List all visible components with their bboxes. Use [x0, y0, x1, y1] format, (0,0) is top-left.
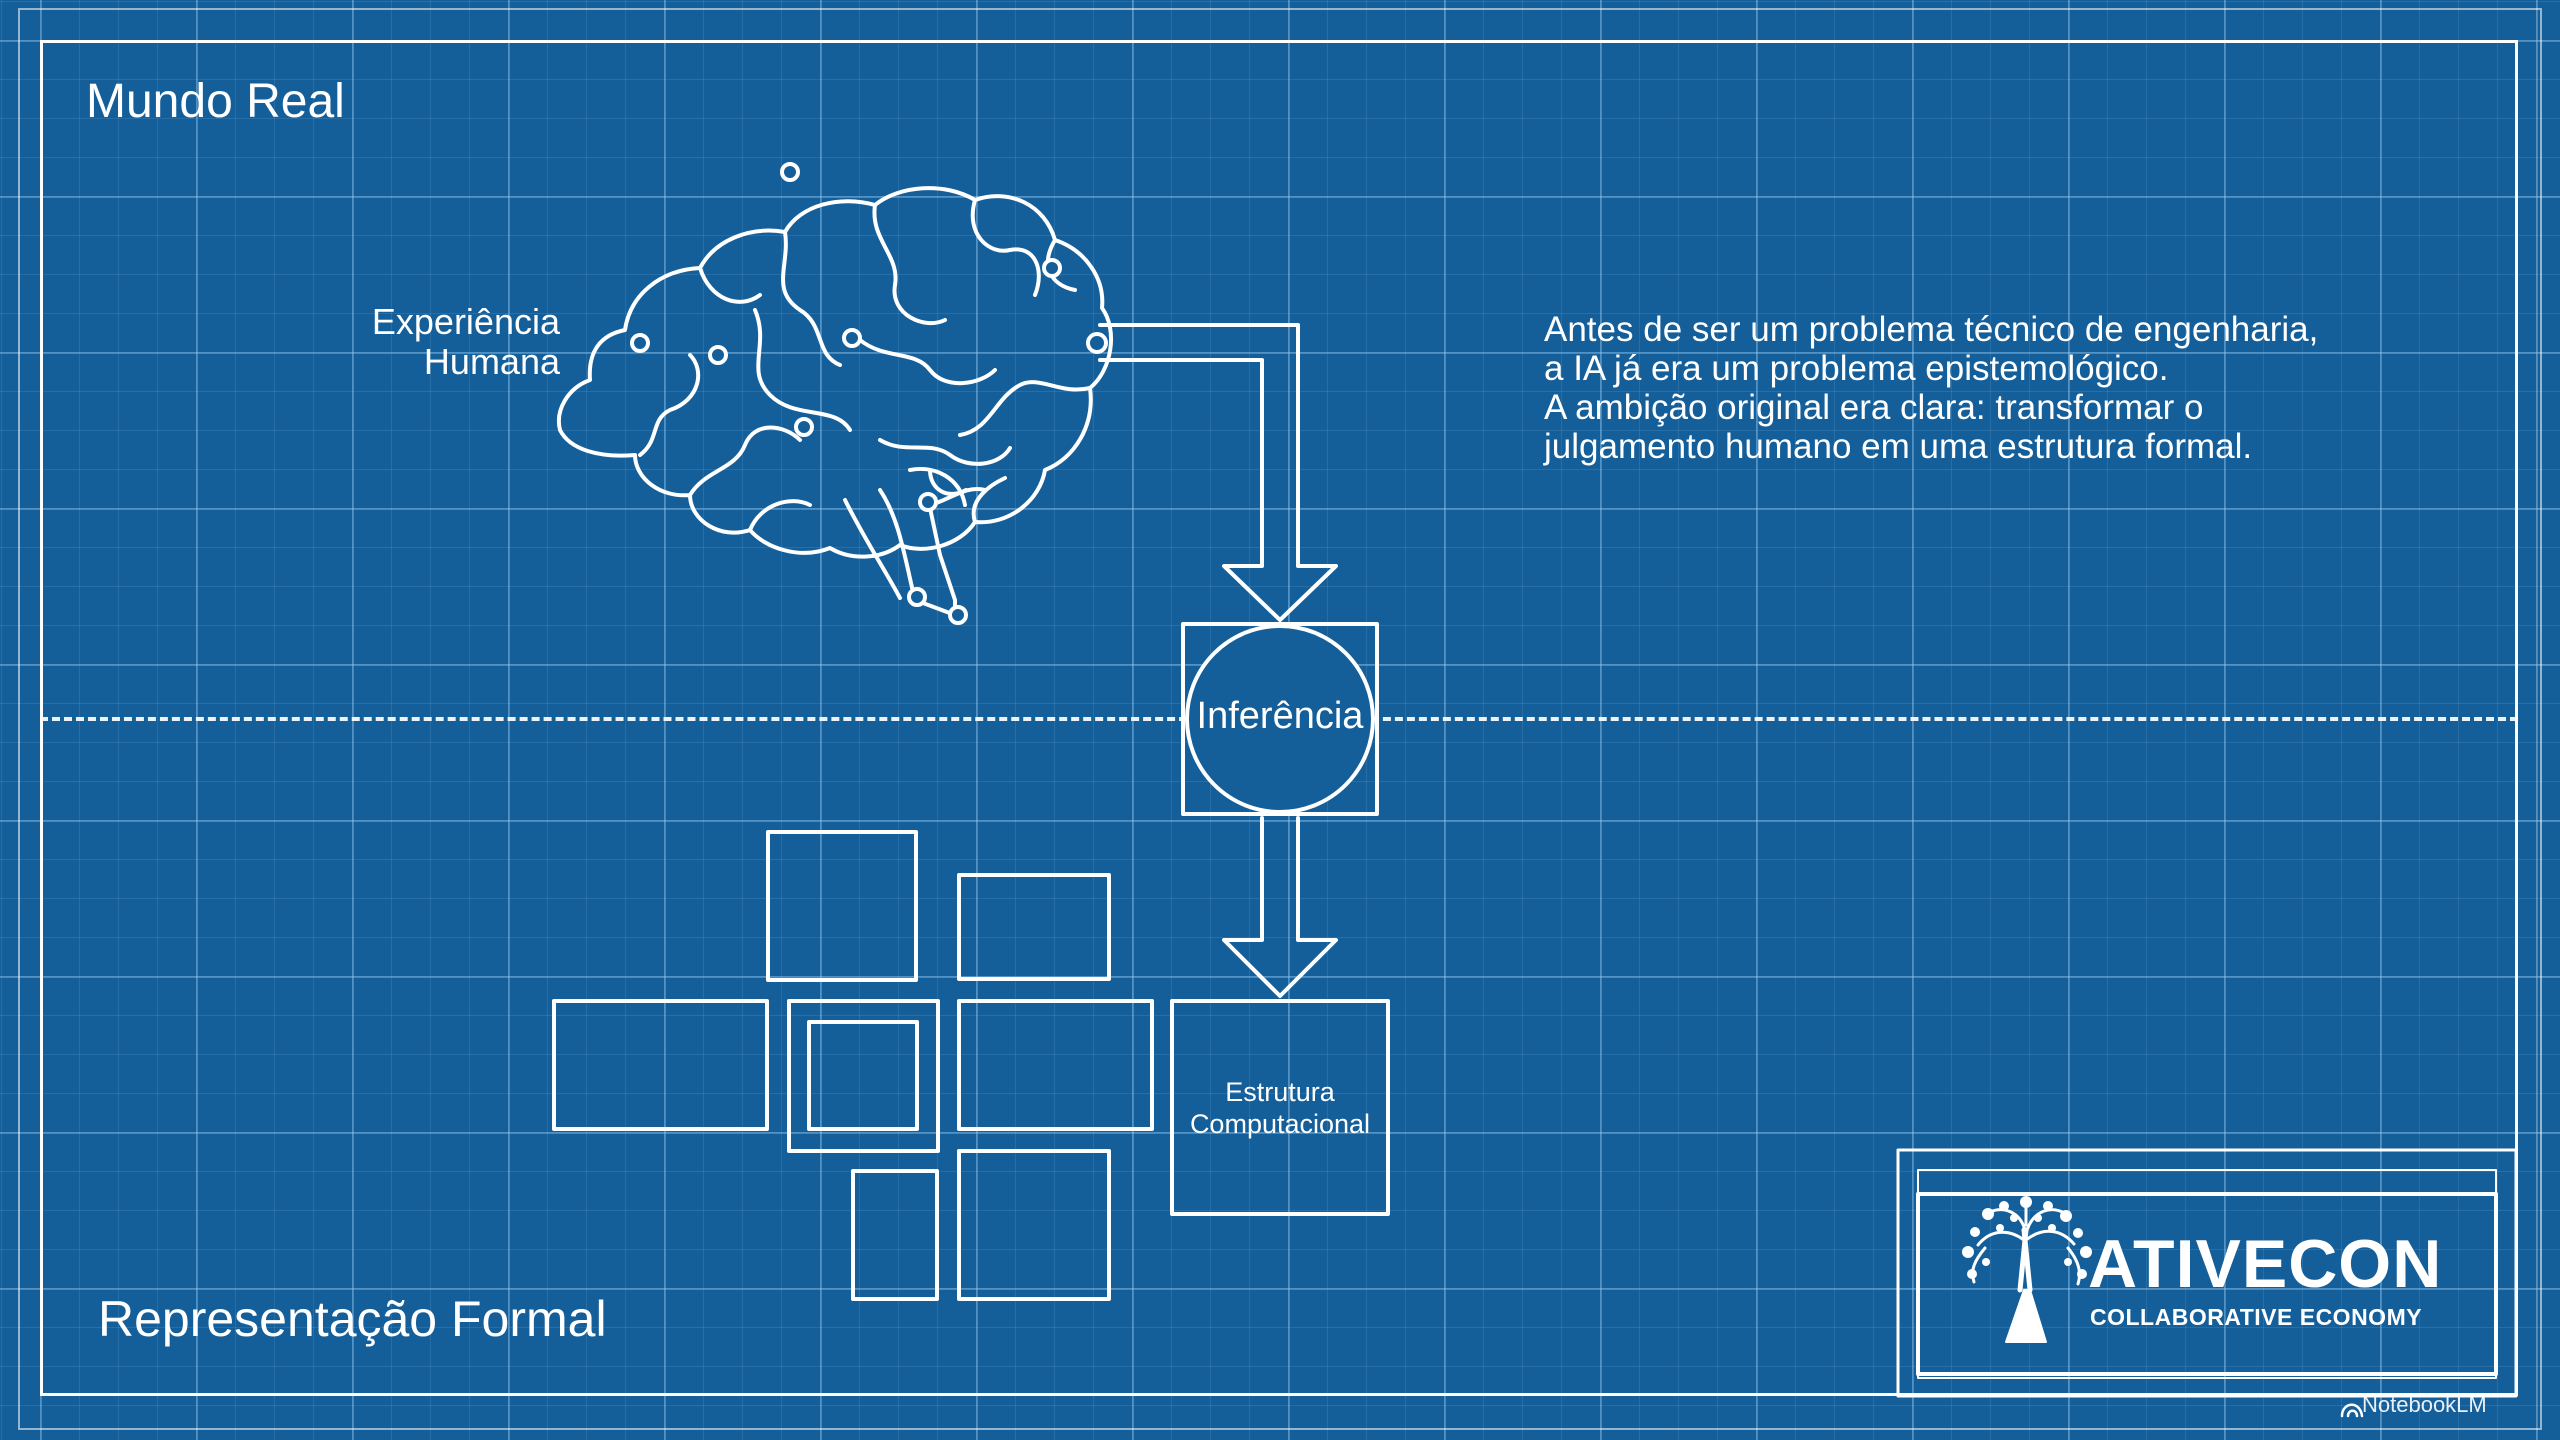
block [957, 1149, 1111, 1301]
estrutura-line: Estrutura [1225, 1077, 1335, 1107]
notebooklm-watermark: NotebookLM [2362, 1392, 2487, 1417]
paragraph-line-1: Antes de ser um problema técnico de enge… [1544, 310, 2319, 349]
brain-node-dots [630, 162, 1108, 625]
logo-tagline: COLLABORATIVE ECONOMY [2090, 1304, 2423, 1330]
notebooklm-icon [2340, 1403, 2364, 1418]
humana-line: Humana [423, 341, 560, 382]
computacional-line: Computacional [1189, 1109, 1371, 1139]
brain-icon [556, 186, 1114, 617]
block [787, 999, 940, 1153]
estrutura-computacional-box [1170, 999, 1390, 1216]
inferencia-label: Inferência [1196, 695, 1364, 737]
block [957, 999, 1154, 1131]
paragraph-line-3: A ambição original era clara: transforma… [1544, 388, 2204, 427]
mundo-real-label: Mundo Real [86, 75, 345, 128]
logo-wordmark: ATIVECON [2088, 1226, 2443, 1302]
block [851, 1169, 939, 1301]
experiencia-line: Experiência [371, 301, 560, 342]
logo-panel [1896, 1148, 2518, 1398]
paragraph-line-2: a IA já era um problema epistemológico. [1544, 349, 2169, 388]
paragraph-line-4: julgamento humano em uma estrutura forma… [1544, 427, 2253, 466]
representacao-formal-label: Representação Formal [98, 1291, 607, 1347]
tree-icon [1971, 1203, 2082, 1343]
outer-frame [18, 8, 2542, 1430]
intro-paragraph: Antes de ser um problema técnico de enge… [1544, 310, 2424, 466]
arrow-to-structure [1222, 816, 1338, 998]
block [957, 873, 1111, 981]
tree-leaves [1962, 1196, 2092, 1279]
formal-blocks [552, 830, 1154, 1301]
block [766, 830, 918, 982]
block [807, 1020, 919, 1131]
inference-circle [1185, 624, 1375, 814]
block [552, 999, 769, 1131]
arrow-to-inference [1098, 323, 1338, 622]
experiencia-humana-label: Experiência Humana [330, 302, 560, 382]
estrutura-computacional-label: Estrutura Computacional [1170, 1076, 1390, 1140]
